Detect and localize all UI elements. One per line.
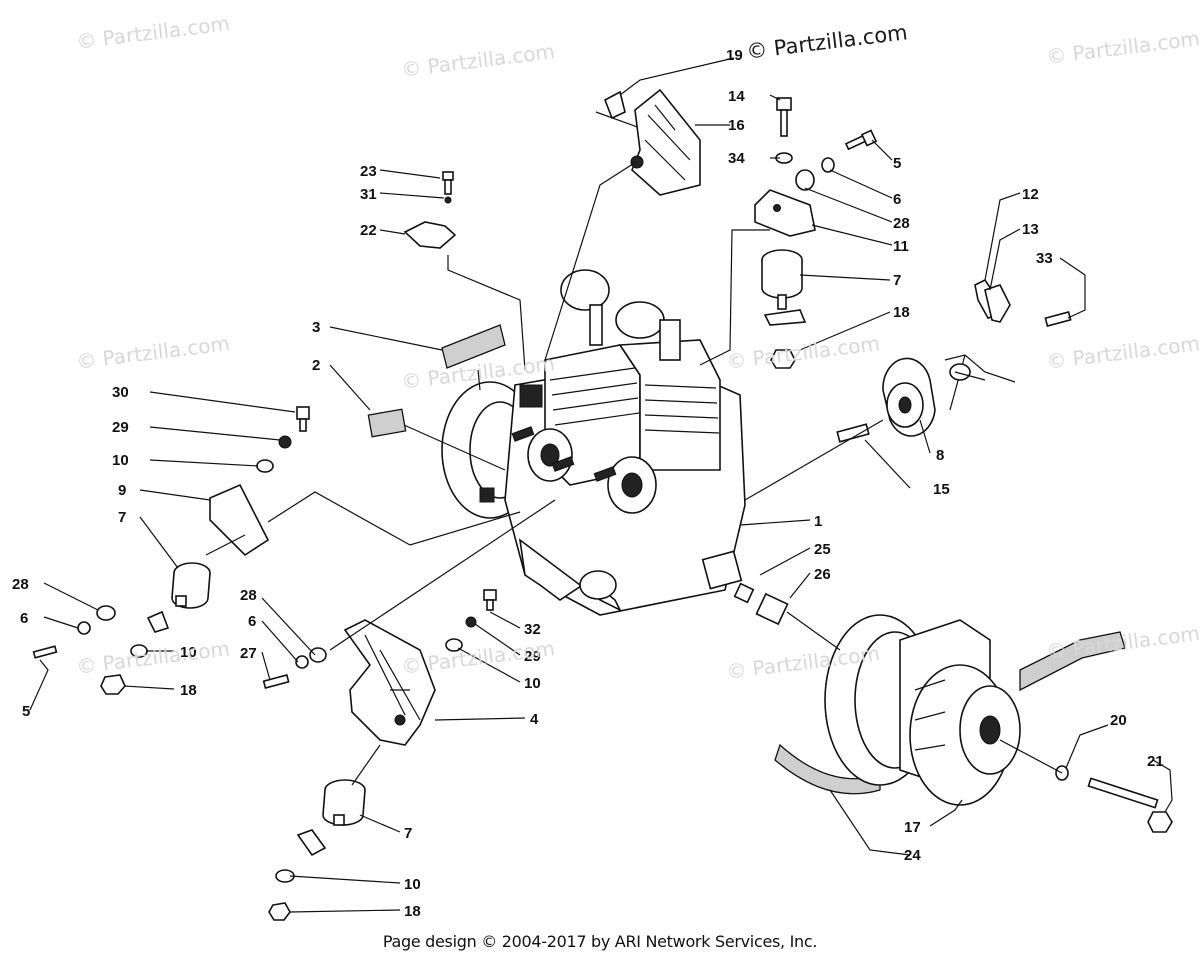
- callout-6b: 6: [20, 610, 28, 627]
- callout-10c: 10: [524, 675, 541, 692]
- callout-6: 6: [893, 191, 901, 208]
- callout-32: 32: [524, 621, 541, 638]
- footer-copyright: Page design © 2004-2017 by ARI Network S…: [382, 932, 818, 951]
- callout-25: 25: [814, 541, 831, 558]
- callout-28: 28: [893, 215, 910, 232]
- callout-3: 3: [312, 319, 320, 336]
- callout-8: 8: [936, 447, 944, 464]
- callout-26: 26: [814, 566, 831, 583]
- part-21-bolt: [1087, 777, 1159, 809]
- callout-28c: 28: [240, 587, 257, 604]
- callout-5b: 5: [22, 703, 30, 720]
- engine-assembly: [441, 269, 746, 616]
- callout-18c: 18: [404, 903, 421, 920]
- part-3-decal: [441, 324, 506, 369]
- callout-5: 5: [893, 155, 901, 172]
- callout-1: 1: [814, 513, 822, 530]
- callout-24: 24: [904, 847, 921, 864]
- callout-6c: 6: [248, 613, 256, 630]
- callout-23: 23: [360, 163, 377, 180]
- callout-20: 20: [1110, 712, 1127, 729]
- callout-16: 16: [728, 117, 745, 134]
- callout-18a: 18: [893, 304, 910, 321]
- callout-12: 12: [1022, 186, 1039, 203]
- callout-14: 14: [728, 88, 745, 105]
- callout-31: 31: [360, 186, 377, 203]
- callout-10b: 10: [180, 644, 197, 661]
- part-16-bracket: [631, 88, 701, 196]
- callout-18b: 18: [180, 682, 197, 699]
- callout-28b: 28: [12, 576, 29, 593]
- callout-4: 4: [530, 711, 539, 728]
- callout-15: 15: [933, 481, 950, 498]
- callout-7c: 7: [404, 825, 412, 842]
- callout-labels: 19 16 14 34 5 6 28 11 7 18 23 31 22 12 1…: [12, 47, 1164, 920]
- part-11-bracket: [754, 189, 816, 237]
- callout-13: 13: [1022, 221, 1039, 238]
- callout-34: 34: [728, 150, 745, 167]
- callout-7b: 7: [118, 509, 126, 526]
- callout-17: 17: [904, 819, 921, 836]
- callout-10a: 10: [112, 452, 129, 469]
- callout-9: 9: [118, 482, 126, 499]
- part-4-bracket: [343, 619, 436, 746]
- callout-7a: 7: [893, 272, 901, 289]
- callout-19: 19: [726, 47, 743, 64]
- part-9-plate: [209, 483, 270, 557]
- callout-29b: 29: [524, 648, 541, 665]
- callout-11: 11: [893, 238, 909, 255]
- callout-21: 21: [1147, 753, 1164, 770]
- callout-33: 33: [1036, 250, 1053, 267]
- callout-2: 2: [312, 357, 320, 374]
- part-2-decal: [367, 408, 407, 438]
- callout-22: 22: [360, 222, 377, 239]
- drive-clutch: [774, 614, 1126, 806]
- part-22-gasket: [403, 221, 457, 249]
- callout-29a: 29: [112, 419, 129, 436]
- callout-10d: 10: [404, 876, 421, 893]
- callout-27: 27: [240, 645, 257, 662]
- part-19-clip: [603, 90, 626, 120]
- callout-30: 30: [112, 384, 129, 401]
